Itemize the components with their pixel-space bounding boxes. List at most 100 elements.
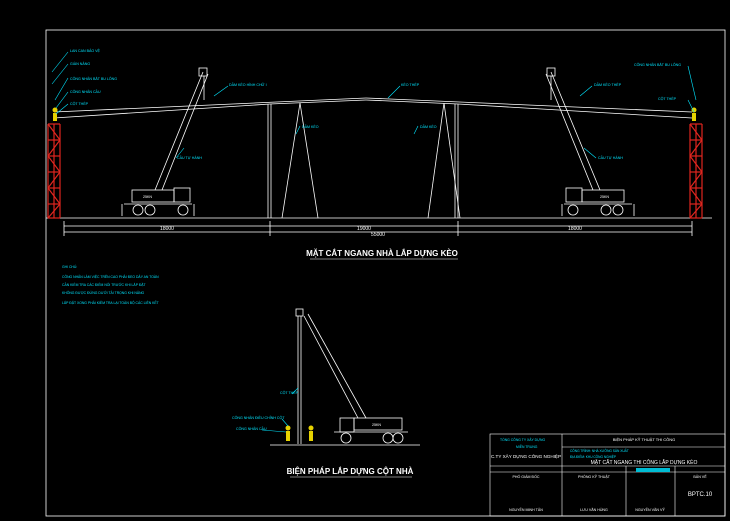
callout-label: GIÀN NÂNG — [70, 62, 90, 66]
brace-3 — [427, 102, 445, 219]
wheel-icon — [392, 432, 404, 444]
callout-label: CÔNG NHÂN CẦU — [70, 89, 101, 94]
bottom-drawing-title: BIỆN PHÁP LẮP DỰNG CỘT NHÀ — [287, 467, 414, 476]
dim-mid: 19000 — [357, 226, 371, 232]
callout-leaders — [51, 51, 697, 159]
project-line-1: CÔNG TRÌNH: NHÀ XƯỞNG SẢN XUẤT — [570, 448, 629, 453]
sheet-number: BPTC.10 — [688, 492, 713, 498]
worker-icon — [691, 107, 697, 113]
left-rafter-bottom — [53, 103, 271, 119]
top-callouts: LAN CAN BẢO VỆ GIÀN NÂNG CÔNG NHÂN BẮT B… — [70, 48, 681, 160]
role-1: PHÓ GIÁM ĐỐC — [513, 474, 540, 479]
sheet-title: MẶT CẮT NGANG THI CÔNG LẮP DỰNG KÈO — [591, 458, 698, 466]
roof-structure — [46, 97, 712, 236]
right-scaffold-tower — [689, 123, 703, 219]
truck-capacity-labels: 25KN 25KN — [143, 195, 609, 199]
column-top — [295, 308, 304, 317]
left-crane-truck — [121, 67, 209, 216]
note-line: KHÔNG ĐƯỢC ĐỨNG DƯỚI TẢI TRỌNG KHI NÂNG — [62, 290, 145, 295]
crane-boom — [161, 73, 209, 191]
top-drawing-title: MẶT CẮT NGANG NHÀ LẮP DỰNG KÈO — [306, 249, 458, 258]
callout-label: CÔNG NHÂN CẦU — [236, 426, 267, 431]
wheel-icon — [612, 204, 624, 216]
worker-icon — [309, 431, 313, 441]
name-1: NGUYỄN MINH TÂN — [509, 507, 543, 512]
dim-right: 18000 — [568, 226, 582, 232]
note-line: CÔNG NHÂN LÀM VIỆC TRÊN CAO PHẢI ĐEO DÂY… — [62, 274, 159, 279]
callout-label: DẦM KÈO — [302, 124, 319, 129]
callout-label: CẦU TỰ HÀNH — [177, 156, 202, 160]
role-3: BẢN VẼ — [693, 474, 707, 479]
dim-left: 18000 — [160, 226, 174, 232]
sheet-border — [45, 29, 726, 517]
mid-rafter-left — [269, 99, 367, 105]
truck-cab — [173, 187, 191, 203]
wheel-icon — [144, 204, 156, 216]
title-block-text: TỔNG CÔNG TY XÂY DỰNG MIỀN TRUNG C.TY XÂ… — [491, 437, 713, 512]
boom-head — [198, 67, 208, 77]
crane-boom — [550, 71, 601, 191]
callout-label: CÔNG NHÂN BẮT BU LÔNG — [70, 76, 117, 81]
truck-body — [131, 189, 175, 203]
wheel-icon — [567, 204, 579, 216]
left-rafter-top — [53, 97, 367, 113]
company-name: C.TY XÂY DỰNG CÔNG NGHIỆP — [491, 452, 561, 459]
bottom-callouts: CỘT THÉP CÔNG NHÂN ĐIỀU CHỈNH CỘT CÔNG N… — [232, 390, 299, 431]
left-scaffold-tower — [47, 123, 61, 219]
wheel-icon — [340, 432, 352, 444]
truck-cab — [565, 187, 583, 203]
truck-body — [353, 417, 403, 431]
callout-label: CỘT THÉP — [658, 96, 677, 101]
worker-icons — [52, 107, 697, 441]
right-rafter-top — [365, 97, 693, 113]
callout-label: CÔNG NHÂN BẮT BU LÔNG — [634, 62, 681, 67]
worker-icon — [692, 113, 696, 121]
truck-cab — [339, 417, 355, 433]
crane-boom — [154, 71, 204, 191]
callout-label: KÈO THÉP — [401, 82, 420, 87]
project-line-2: ĐỊA ĐIỂM: KHU CÔNG NGHIỆP — [570, 454, 616, 459]
worker-icon — [286, 431, 290, 441]
role-2: PHÒNG KỸ THUẬT — [578, 474, 611, 479]
truck-label: 25KN — [372, 423, 381, 427]
note-line: CẦN KIỂM TRA CÁC ĐIỂM NỐI TRƯỚC KHI LẮP … — [62, 282, 146, 287]
note-line: LẮP ĐẶT XONG PHẢI KIỂM TRA LẠI TOÀN BỘ C… — [62, 300, 159, 305]
callout-label: LAN CAN BẢO VỆ — [70, 48, 101, 53]
wheel-icon — [600, 204, 612, 216]
truck-label: 25KN — [143, 195, 152, 199]
callout-label: DẦM KÈO HÌNH CHỮ I — [229, 82, 267, 87]
crane-boom — [545, 73, 594, 191]
notes-title: GHI CHÚ: — [62, 264, 77, 269]
right-crane-truck — [545, 67, 635, 216]
notes-block: GHI CHÚ: CÔNG NHÂN LÀM VIỆC TRÊN CAO PHẢ… — [62, 264, 159, 305]
right-rafter-bottom — [457, 103, 693, 119]
mid-rafter-right — [365, 99, 459, 105]
company-line-2: MIỀN TRUNG — [516, 444, 538, 449]
crane-boom — [303, 315, 359, 419]
worker-icon — [52, 107, 58, 113]
plan-title: BIỆN PHÁP KỸ THUẬT THI CÔNG — [613, 437, 676, 442]
brace-4 — [443, 102, 461, 219]
worker-icon — [53, 113, 57, 121]
wheel-icon — [177, 204, 189, 216]
brace-2 — [299, 102, 319, 219]
title-block-frame — [489, 433, 726, 517]
company-line-1: TỔNG CÔNG TY XÂY DỰNG — [500, 437, 545, 442]
callout-label: CẦU TỰ HÀNH — [598, 156, 623, 160]
callout-label: CÔNG NHÂN ĐIỀU CHỈNH CỘT — [232, 415, 285, 420]
wheel-icon — [132, 204, 144, 216]
column-erection — [270, 308, 420, 446]
dimension-labels: 18000 19000 18000 55000 — [160, 226, 582, 238]
callout-label: DẦM KÈO THÉP — [594, 82, 622, 87]
name-3: NGUYỄN VĂN VỸ — [635, 507, 665, 512]
crane-boom — [307, 313, 367, 419]
name-2: LƯU VĂN HÙNG — [580, 507, 608, 512]
wheel-icon — [382, 432, 394, 444]
callout-label: DẦM KÈO — [420, 124, 437, 129]
callout-label: CỘT THÉP — [280, 390, 299, 395]
worker-icon — [285, 425, 291, 431]
status-swatch — [636, 468, 670, 472]
worker-icon — [308, 425, 314, 431]
